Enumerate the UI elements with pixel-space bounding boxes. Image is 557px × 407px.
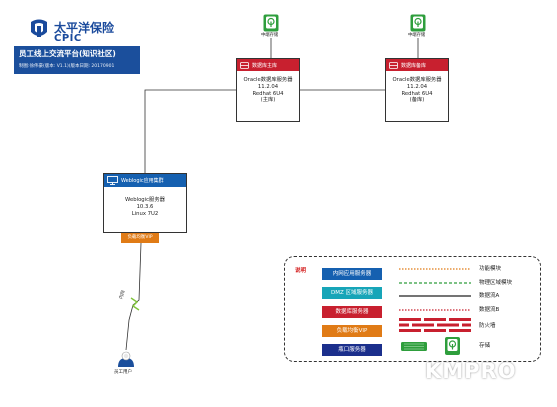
storage-icon bbox=[410, 14, 426, 32]
legend-title: 说明 bbox=[295, 268, 307, 274]
db-main-body: Oracle数据库服务器 11.2.04 Redhat 6U4 (主库) bbox=[237, 71, 299, 104]
legend-text-storage: 存储 bbox=[479, 343, 491, 349]
diagram-title-box: 员工线上交流平台(知识社区) 制图:徐伟豪(版本: V1.1)(版本日期: 20… bbox=[14, 46, 140, 74]
weblogic-cluster: Weblogic应用集群 Weblogic服务器 10.3.6 Linux 7U… bbox=[103, 173, 187, 233]
load-balancer-vip: 负载均衡VIP bbox=[121, 233, 159, 243]
legend-box-app-server: 内网应用服务器 bbox=[322, 268, 382, 280]
db-main-server: 数据库主库 Oracle数据库服务器 11.2.04 Redhat 6U4 (主… bbox=[236, 58, 300, 122]
legend-text-function-module: 功能模块 bbox=[479, 266, 502, 272]
diagram-meta: 制图:徐伟豪(版本: V1.1)(版本日期: 20170901 bbox=[19, 64, 115, 69]
db-main-line3: Redhat 6U4 bbox=[252, 90, 284, 97]
legend-symbol-firewall bbox=[399, 318, 471, 332]
legend-symbol-dataflow-a bbox=[399, 295, 471, 297]
user-label: 员工用户 bbox=[114, 370, 132, 375]
monitor-icon bbox=[107, 176, 118, 185]
weblogic-line1: Weblogic服务器 bbox=[125, 197, 165, 203]
db-main-header-label: 数据库主库 bbox=[252, 62, 278, 69]
db-backup-server: 数据库备库 Oracle数据库服务器 11.2.04 Redhat 6U4 (备… bbox=[385, 58, 449, 122]
watermark: KMPRO bbox=[425, 359, 517, 383]
legend-box-db-server: 数据库服务器 bbox=[322, 306, 382, 318]
database-icon bbox=[240, 61, 249, 69]
logo-chinese-name: 太平洋保险 bbox=[54, 21, 115, 35]
db-backup-line2: 11.2.04 bbox=[406, 83, 428, 90]
db-main-line1: Oracle数据库服务器 bbox=[243, 77, 293, 83]
weblogic-line2: 10.3.6 bbox=[136, 203, 154, 210]
legend-box-load-balancer: 负载均衡VIP bbox=[322, 325, 382, 337]
legend-text-firewall: 防火墙 bbox=[479, 323, 496, 329]
weblogic-line3: Linux 7U2 bbox=[131, 210, 159, 217]
weblogic-header: Weblogic应用集群 bbox=[104, 174, 186, 187]
weblogic-header-label: Weblogic应用集群 bbox=[121, 178, 164, 184]
db-backup-line3: Redhat 6U4 bbox=[401, 90, 433, 97]
db-backup-line4: (备库) bbox=[409, 97, 425, 104]
legend-text-physical-zone: 物理区域模块 bbox=[479, 280, 513, 286]
database-icon bbox=[389, 61, 398, 69]
cpic-logo-icon bbox=[31, 19, 47, 37]
db-backup-header-label: 数据库备库 bbox=[401, 62, 427, 69]
legend-text-dataflow-b: 数据流B bbox=[479, 307, 500, 313]
legend-text-dataflow-a: 数据流A bbox=[479, 293, 500, 299]
db-backup-line1: Oracle数据库服务器 bbox=[392, 77, 442, 83]
db-main-header: 数据库主库 bbox=[237, 59, 299, 71]
db-backup-body: Oracle数据库服务器 11.2.04 Redhat 6U4 (备库) bbox=[386, 71, 448, 104]
line-weblogic-db bbox=[144, 89, 236, 173]
legend-box-gateway-server: 瓶口服务器 bbox=[322, 344, 382, 356]
line-user-lb bbox=[125, 242, 142, 351]
storage-backup-label: 中端存储 bbox=[408, 33, 426, 38]
db-main-line2: 11.2.04 bbox=[257, 83, 279, 90]
diagram-title: 员工线上交流平台(知识社区) bbox=[19, 49, 116, 58]
user-icon bbox=[118, 351, 134, 367]
legend-symbol-dataflow-b bbox=[399, 309, 471, 311]
legend-symbol-storage bbox=[401, 337, 460, 355]
legend-box-dmz-server: DMZ 区域服务器 bbox=[322, 287, 382, 299]
legend-symbol-physical-zone bbox=[399, 282, 471, 284]
storage-main-label: 中端存储 bbox=[261, 33, 279, 38]
storage-icon bbox=[263, 14, 279, 32]
legend: 说明 内网应用服务器 DMZ 区域服务器 数据库服务器 负载均衡VIP 瓶口服务… bbox=[284, 256, 541, 362]
logo-english-name: CPIC bbox=[54, 33, 82, 44]
cpic-logo: 太平洋保险 CPIC bbox=[28, 18, 143, 48]
db-backup-header: 数据库备库 bbox=[386, 59, 448, 71]
lightning-mark bbox=[130, 297, 140, 311]
db-main-line4: (主库) bbox=[260, 97, 276, 104]
weblogic-body: Weblogic服务器 10.3.6 Linux 7U2 bbox=[104, 187, 186, 217]
legend-symbol-function-module bbox=[399, 268, 471, 270]
